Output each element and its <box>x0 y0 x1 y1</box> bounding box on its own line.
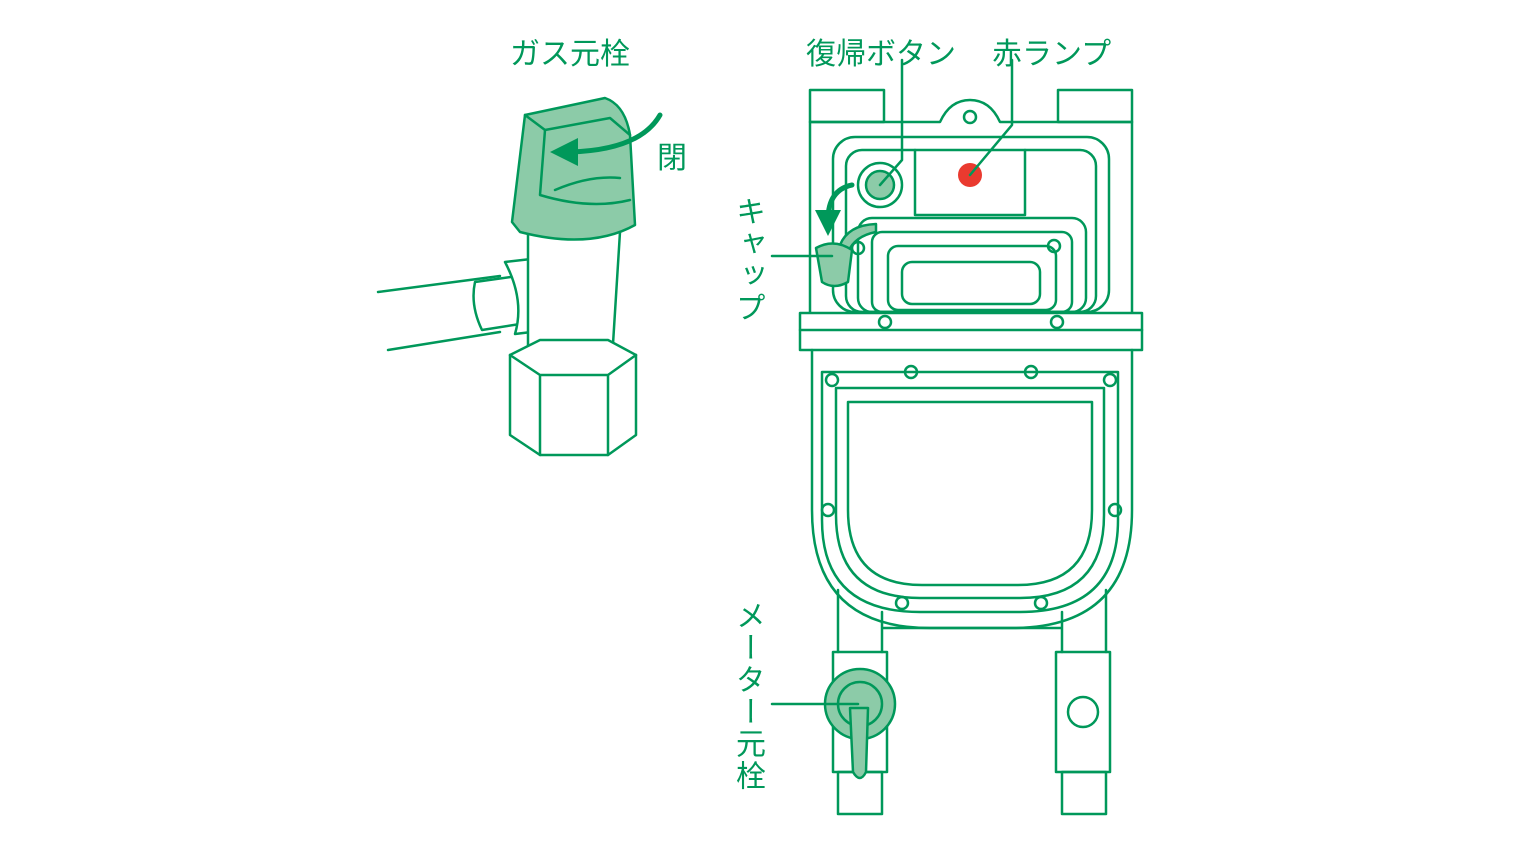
gas-meter-illustration <box>770 58 1144 816</box>
meter-valve-label: メーター元栓 <box>730 600 765 792</box>
reset-button-label: 復帰ボタン <box>806 37 956 72</box>
red-lamp-label: 赤ランプ <box>992 37 1112 72</box>
cap-icon <box>814 242 854 288</box>
cap-label: キャップ <box>730 196 765 324</box>
gas-valve-illustration <box>376 96 663 457</box>
gas-valve-label: ガス元栓 <box>510 37 630 72</box>
close-label: 閉 <box>657 141 687 176</box>
